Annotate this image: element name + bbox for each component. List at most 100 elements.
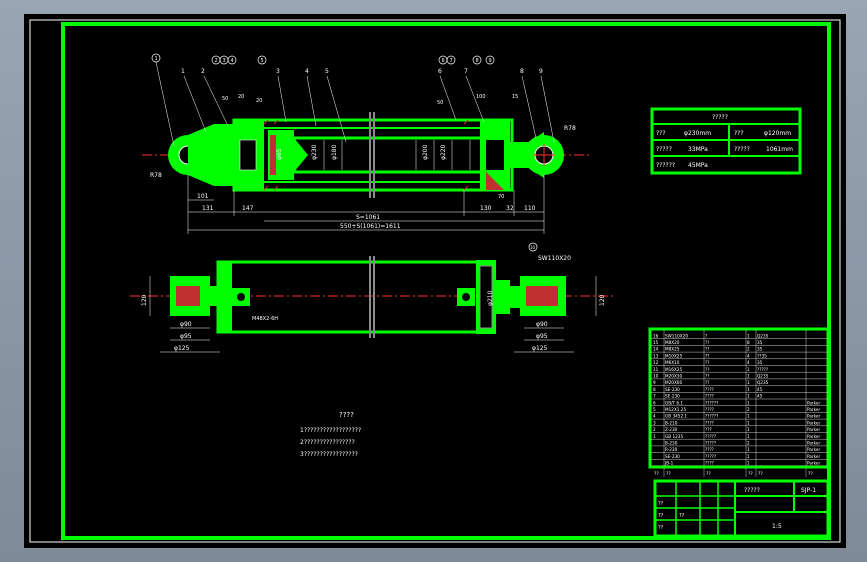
bom-header: ????????????: [654, 471, 813, 477]
lift-label: SW110X20: [538, 255, 571, 262]
bom-cell: 1: [747, 434, 750, 439]
bom-cell: Parker: [807, 400, 820, 405]
port-label: M48X2-6H: [252, 316, 278, 322]
balloon-10: 10: [530, 245, 536, 250]
balloon-9: 9: [489, 58, 492, 64]
spec-r1c0: ?????: [656, 146, 672, 153]
bom-cell: 1: [747, 394, 750, 399]
bom-cell: Parker: [807, 454, 820, 459]
dim-w15: 15: [512, 94, 518, 100]
bom-cell: 13: [653, 353, 659, 358]
bom-cell: Parker: [807, 407, 820, 412]
left-width: 120: [141, 294, 148, 306]
right-width: 120: [599, 294, 606, 306]
dim-101: 101: [197, 193, 209, 200]
balloon-2: 2: [215, 58, 218, 64]
tb-label-2: ??: [658, 525, 664, 531]
bom-cell: 2: [653, 427, 656, 432]
title-block: ????? SJP-1 1:5 ?? ?? ?? ??: [653, 479, 830, 538]
bom-cell: 4: [747, 353, 750, 358]
bom-cell: 16: [653, 333, 659, 338]
bom-cell: 1: [653, 434, 656, 439]
bom-cell: Parker: [807, 441, 820, 446]
bom-header-cell: ??: [654, 471, 659, 477]
bom-cell: Parker: [807, 427, 820, 432]
bom-cell: 1: [747, 454, 750, 459]
section-label-4: φ220: [440, 144, 447, 160]
bom-cell: GB/T 6.1: [665, 400, 683, 405]
bom-cell: 1: [747, 447, 750, 452]
section-label-2: φ180: [331, 144, 338, 160]
note-3: 3?????????????????: [300, 451, 358, 458]
spec-table: ????? ??? φ230mm ??? φ120mm ????? 33MPa …: [650, 107, 802, 175]
bom-cell: 15: [653, 340, 659, 345]
bom-cell: ????: [705, 394, 714, 399]
bom-cell: ??: [705, 353, 709, 358]
leader-5: 5: [325, 68, 329, 75]
right-phi2: φ95: [536, 333, 548, 340]
spec-r1c1: 33MPa: [688, 146, 708, 153]
bom-cell: GB 1235: [665, 434, 683, 439]
spec-r0c2: ???: [734, 130, 744, 137]
bom-cell: 8: [653, 387, 656, 392]
bom-cell: 1: [747, 380, 750, 385]
bom-cell: Q235: [757, 380, 769, 385]
bom-cell: M8X20: [665, 340, 680, 345]
bom-cell: ??35: [757, 353, 767, 358]
tb-name: ?????: [744, 487, 760, 494]
right-eye-radius: R78: [564, 125, 576, 132]
bom-cell: B-230: [665, 441, 678, 446]
left-phi3: φ125: [174, 345, 190, 352]
bom-cell: 7: [653, 394, 656, 399]
spec-r2c1: 45MPa: [688, 162, 708, 169]
dim-w100: 100: [476, 94, 486, 100]
bom-cell: 1: [747, 427, 750, 432]
bom-cell: 14: [653, 347, 659, 352]
balloon-7: 7: [450, 58, 453, 64]
bom-cell: ????: [705, 407, 714, 412]
bom-cell: ??: [705, 367, 709, 372]
spec-r2c0: ??????: [656, 162, 675, 169]
bom-cell: R-230: [665, 447, 678, 452]
leader-9: 9: [539, 68, 543, 75]
bom-cell: 45: [757, 394, 763, 399]
bom-cell: 1: [747, 461, 750, 466]
section-label-1: φ230: [311, 144, 318, 160]
dim-w20: 20: [256, 98, 262, 104]
bom-cell: M10X25: [665, 353, 682, 358]
spec-r1c2: ?????: [734, 146, 750, 153]
bom-cell: Parker: [807, 434, 820, 439]
dim-w70: 70: [498, 194, 504, 200]
section-label-3: φ200: [422, 144, 429, 160]
bom-cell: 35: [757, 360, 763, 365]
leader-4: 4: [305, 68, 309, 75]
bom-cell: JB-1: [664, 461, 674, 466]
bom-cell: SE-230: [665, 394, 680, 399]
bom-cell: ??????: [705, 414, 718, 419]
bom-cell: 1: [747, 333, 750, 338]
bom-cell: ??: [705, 340, 709, 345]
note-1: 1??????????????????: [300, 427, 361, 434]
balloon-5: 5: [261, 58, 264, 64]
tb-label-0: ??: [658, 501, 664, 507]
bom-cell: M8X25: [665, 347, 680, 352]
leader-1: 1: [181, 68, 185, 75]
bom-cell: ??: [705, 347, 709, 352]
bom-cell: M6X10: [665, 360, 680, 365]
leader-2: 2: [201, 68, 205, 75]
bom-cell: ??: [705, 374, 709, 379]
bom-cell: 1: [747, 374, 750, 379]
mid-dia: φ210: [487, 290, 494, 306]
bom-cell: Parker: [807, 414, 820, 419]
dim-131: 131: [202, 205, 214, 212]
bom-cell: 1: [747, 414, 750, 419]
bom-cell: 4: [653, 414, 656, 419]
bom-cell: GB 3452.1: [665, 414, 687, 419]
bom-cell: M20X30: [665, 374, 682, 379]
spec-r1c3: 1061mm: [766, 146, 793, 153]
bom-cell: 1: [747, 420, 750, 425]
right-phi1: φ90: [536, 321, 548, 328]
balloon-3: 3: [223, 58, 226, 64]
